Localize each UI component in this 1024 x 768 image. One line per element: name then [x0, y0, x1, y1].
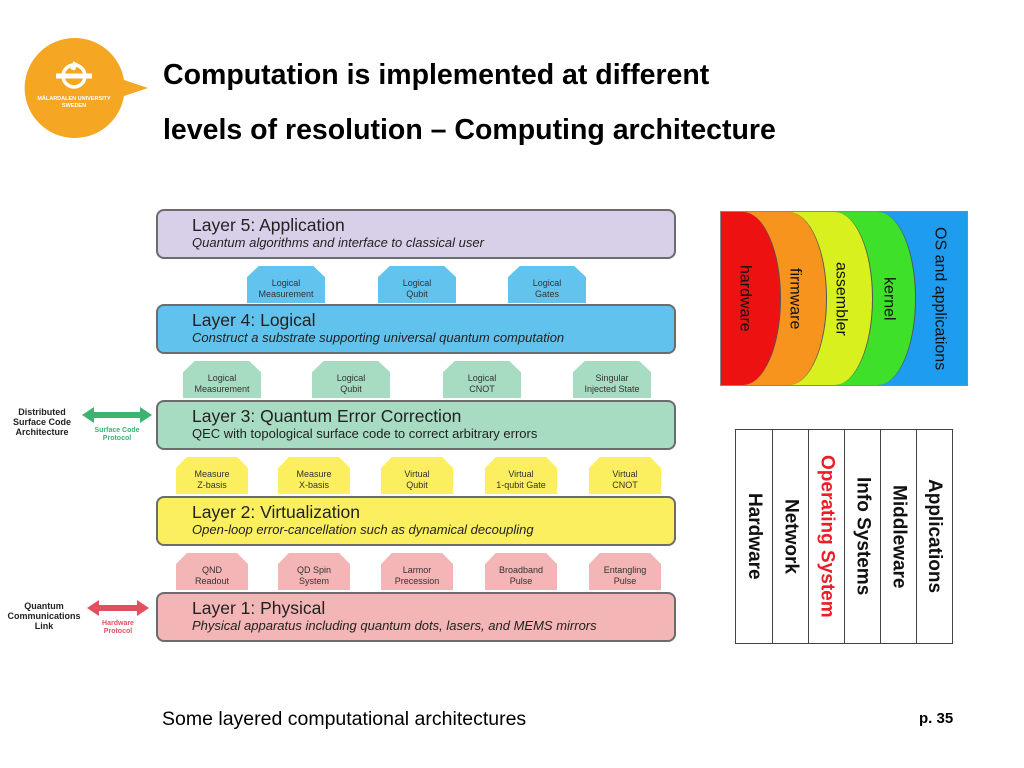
layer-1: Layer 1: Physical Physical apparatus inc…: [156, 592, 676, 642]
hardware-protocol-arrow-icon: [87, 600, 149, 616]
layer-title: Layer 3: Quantum Error Correction: [192, 406, 462, 426]
layer-subtitle: Quantum algorithms and interface to clas…: [192, 235, 484, 250]
software-hardware-stack-diagram: hardware firmware assembler kernel OS an…: [720, 211, 968, 386]
label-hardware: hardware: [736, 265, 754, 332]
label-assembler: assembler: [832, 261, 850, 336]
layer-5: Layer 5: Application Quantum algorithms …: [156, 209, 676, 259]
logo-university-text: MÄLARDALEN UNIVERSITY: [37, 95, 111, 102]
layer-title: Layer 2: Virtualization: [192, 502, 360, 522]
layer-title: Layer 1: Physical: [192, 598, 326, 618]
layer-subtitle: Construct a substrate supporting univers…: [192, 330, 565, 345]
university-logo: MÄLARDALEN UNIVERSITY SWEDEN: [24, 36, 164, 140]
layer-4: Layer 4: Logical Construct a substrate s…: [156, 304, 676, 354]
logo-emblem-icon: MÄLARDALEN UNIVERSITY SWEDEN: [24, 37, 148, 138]
slide-title: Computation is implemented at different …: [163, 48, 1003, 158]
layer-title: Layer 4: Logical: [192, 310, 316, 330]
layer-3: Layer 3: Quantum Error Correction QEC wi…: [156, 400, 676, 450]
label-os-applications: OS and applications: [931, 226, 949, 371]
title-line-2: levels of resolution – Computing archite…: [163, 114, 776, 146]
layer-subtitle: Physical apparatus including quantum dot…: [192, 618, 597, 633]
surface-code-arrow-icon: [82, 407, 152, 423]
label-kernel: kernel: [880, 276, 898, 321]
column-operating-system: Operating System: [808, 430, 844, 643]
title-line-1: Computation is implemented at different: [163, 59, 710, 91]
logo-country-text: SWEDEN: [62, 103, 86, 109]
layer-subtitle: Open-loop error-cancellation such as dyn…: [192, 522, 534, 537]
page-number: p. 35: [919, 710, 954, 727]
layer-subtitle: QEC with topological surface code to cor…: [192, 426, 538, 441]
slide-caption: Some layered computational architectures: [162, 708, 527, 730]
column-hardware: Hardware: [744, 493, 765, 580]
layer-title: Layer 5: Application: [192, 215, 345, 235]
band-hardware: [721, 212, 781, 385]
information-systems-stack-diagram: Hardware Network Operating System Info S…: [735, 429, 953, 644]
column-network: Network: [772, 430, 808, 643]
column-applications: Applications: [916, 430, 951, 643]
layer-2: Layer 2: Virtualization Open-loop error-…: [156, 496, 676, 546]
column-middleware: Middleware: [880, 430, 916, 643]
column-info-systems: Info Systems: [844, 430, 880, 643]
label-firmware: firmware: [786, 267, 804, 330]
